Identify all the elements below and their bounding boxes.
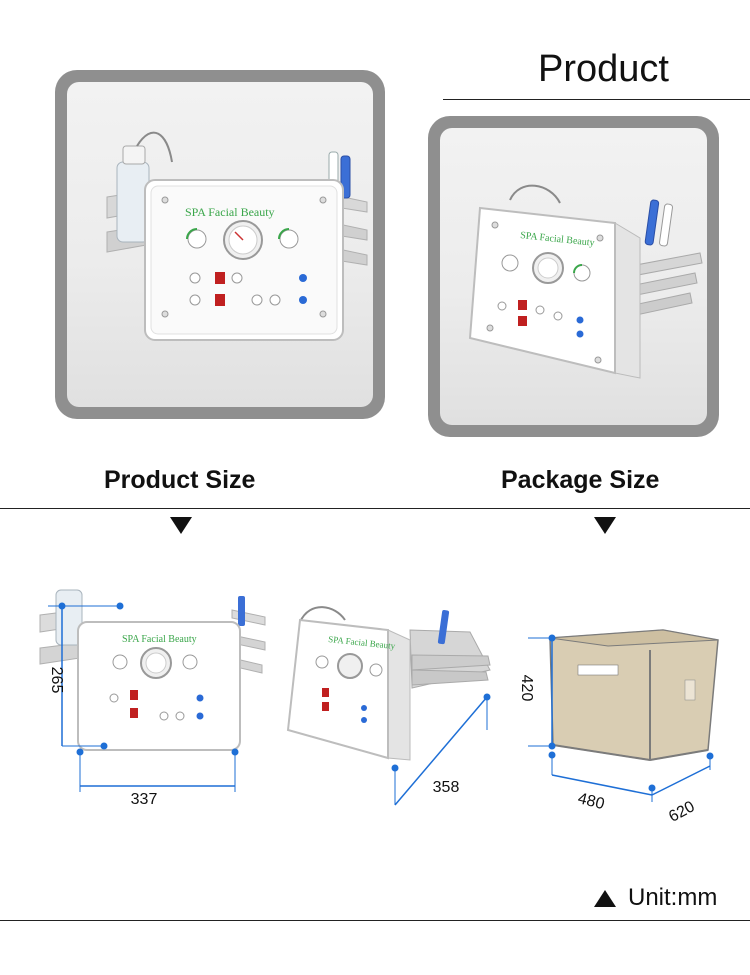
package-width-label: 480	[576, 790, 606, 813]
package-height-label: 420	[518, 675, 535, 702]
product-height-label: 265	[48, 667, 65, 694]
page-title: Product	[538, 48, 669, 90]
machine-front-illustration: SPA Facial Beauty	[106, 131, 368, 341]
product-front-view: SPA Facial Beauty	[39, 589, 266, 751]
product-size-title: Product Size	[104, 466, 256, 494]
product-photo-angled: SPA Facial Beauty	[428, 116, 719, 437]
product-photo-front: SPA Facial Beauty	[55, 70, 385, 419]
footer-divider	[0, 920, 750, 921]
package-depth-label: 620	[666, 798, 698, 826]
product-angled-view: SPA Facial Beauty	[286, 606, 491, 761]
brand-text: SPA Facial Beauty	[185, 205, 275, 219]
unit-label: Unit:mm	[628, 884, 718, 911]
svg-text:SPA Facial Beauty: SPA Facial Beauty	[122, 634, 197, 645]
up-triangle-icon	[594, 889, 616, 907]
package-crate	[549, 629, 719, 761]
product-width-label: 337	[131, 791, 158, 808]
down-triangle-icon	[170, 517, 192, 534]
section-divider	[0, 508, 750, 509]
unit-note: Unit:mm	[594, 884, 717, 912]
machine-angled-illustration: SPA Facial Beauty	[468, 184, 703, 379]
down-triangle-icon	[594, 517, 616, 534]
package-size-title: Package Size	[501, 466, 660, 494]
dimension-diagram: SPA Facial Beauty 265 337 SPA Facial Bea…	[39, 589, 719, 826]
title-divider	[443, 99, 750, 100]
product-depth-label: 358	[433, 779, 460, 796]
